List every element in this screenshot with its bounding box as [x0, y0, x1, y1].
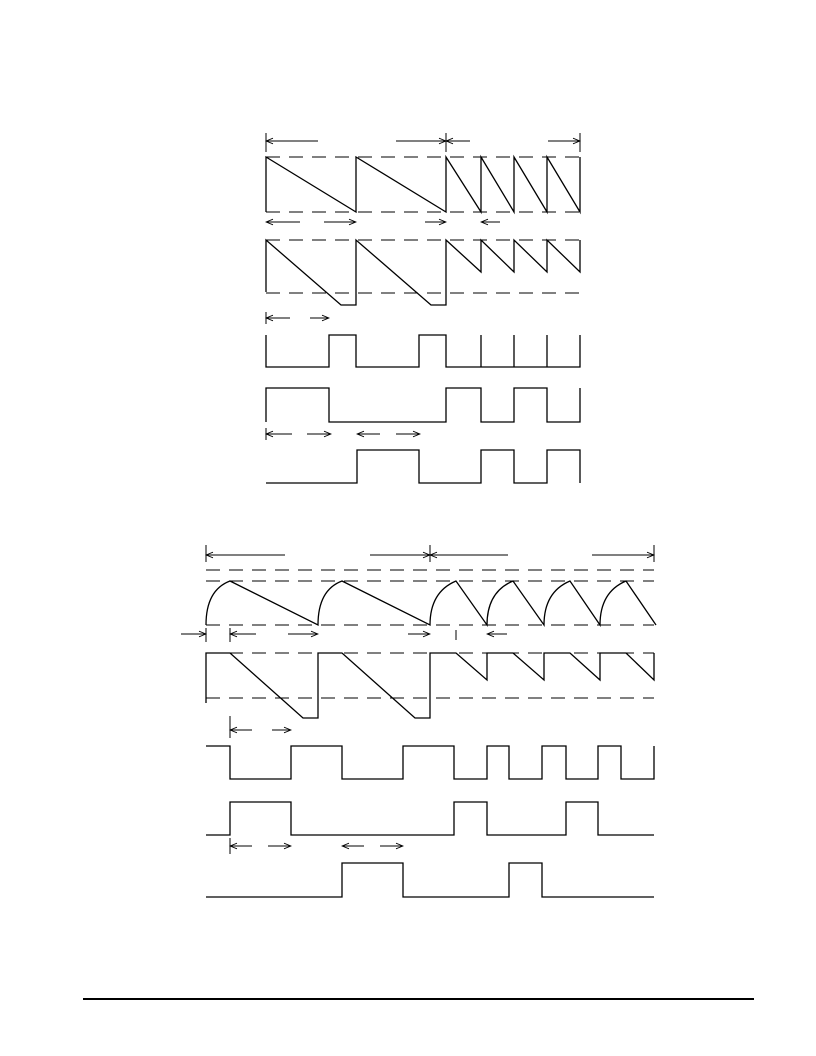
pulse-train-c-waveform	[266, 449, 581, 484]
clamp-interval-dimension-2	[230, 716, 291, 738]
period-dimension-top-2	[206, 545, 654, 562]
pulse-train-b-waveform-2	[206, 801, 654, 836]
pulse-width-dimension	[266, 428, 420, 440]
timing-diagram-linear-ramp	[265, 133, 581, 484]
ramp-with-clamp-waveform-2	[205, 652, 655, 719]
pulse-train-a-waveform	[265, 334, 581, 368]
timing-diagram-curved-charge	[181, 545, 657, 898]
pulse-train-c-waveform-2	[206, 862, 654, 898]
pulse-train-b-waveform	[265, 387, 581, 423]
rc-charge-ramp-waveform	[205, 569, 657, 628]
clamp-interval-dimension	[266, 312, 329, 324]
ramp-with-clamp-waveform	[265, 238, 581, 306]
pulse-width-dimension-2	[230, 838, 403, 854]
charge-discharge-dimension	[181, 628, 507, 642]
sawtooth-ramp-waveform	[265, 154, 581, 215]
period-dimension-top	[266, 133, 580, 152]
pulse-train-a-waveform-2	[206, 745, 655, 780]
